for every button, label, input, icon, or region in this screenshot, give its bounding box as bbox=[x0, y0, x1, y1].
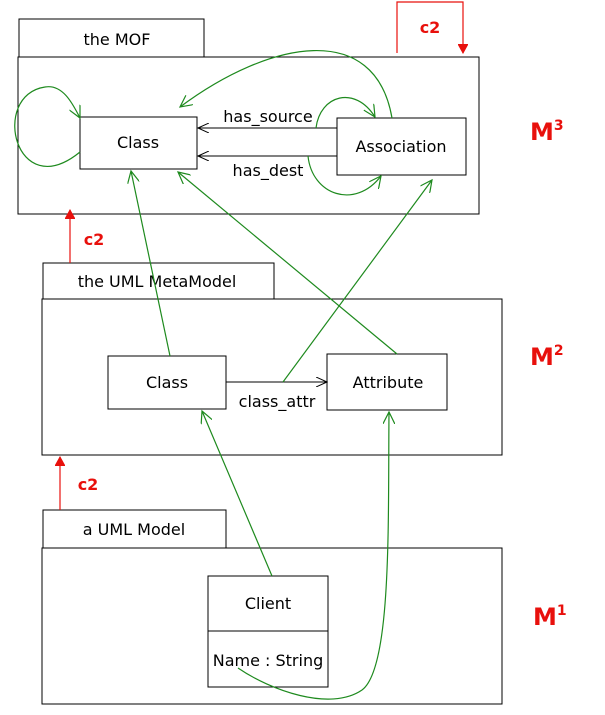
m2-attribute-label: Attribute bbox=[353, 373, 424, 392]
m2-attribute-box[interactable]: Attribute bbox=[326, 353, 448, 411]
m2-class-to-mof-class-arrow bbox=[131, 171, 171, 357]
uml-model-package-title: a UML Model bbox=[83, 520, 185, 539]
uml-metamodel-package-title: the UML MetaModel bbox=[78, 272, 237, 291]
mof-association-box[interactable]: Association bbox=[336, 117, 467, 176]
mof-package-title: the MOF bbox=[84, 30, 151, 49]
name-attr-to-m2-attribute-arrow bbox=[237, 412, 389, 700]
client-class-name: Client bbox=[245, 594, 291, 613]
mof-class-label: Class bbox=[117, 133, 159, 152]
client-attribute: Name : String bbox=[213, 651, 324, 670]
mof-association-label: Association bbox=[355, 137, 446, 156]
c2-top-label: c2 bbox=[420, 18, 441, 37]
class-self-instance-arrow bbox=[14, 86, 80, 167]
c2-top-arrow bbox=[396, 1, 463, 53]
has-dest-label: has_dest bbox=[233, 161, 304, 181]
m2-class-box[interactable]: Class bbox=[107, 355, 227, 410]
m3-level-label: M3 bbox=[530, 118, 564, 146]
association-to-class-arrow bbox=[180, 50, 393, 119]
has-dest-instance-arrow bbox=[307, 155, 381, 196]
has-source-label: has_source bbox=[223, 107, 312, 127]
uml-model-package-tab bbox=[42, 509, 227, 549]
client-class-box[interactable]: Client Name : String bbox=[207, 575, 329, 688]
m1-level-label: M1 bbox=[533, 603, 567, 631]
mof-package-tab bbox=[18, 18, 205, 58]
m2-attribute-to-mof-class-arrow bbox=[178, 172, 398, 355]
class-attr-to-association-arrow bbox=[282, 180, 432, 383]
m2-class-label: Class bbox=[146, 373, 188, 392]
class-attr-label: class_attr bbox=[239, 392, 316, 412]
client-to-m2-class-arrow bbox=[202, 411, 273, 577]
c2-mid-label: c2 bbox=[84, 230, 105, 249]
c2-bottom-label: c2 bbox=[78, 475, 99, 494]
has-source-instance-arrow bbox=[315, 97, 375, 129]
m2-level-label: M2 bbox=[530, 343, 564, 371]
mof-class-box[interactable]: Class bbox=[79, 116, 198, 170]
